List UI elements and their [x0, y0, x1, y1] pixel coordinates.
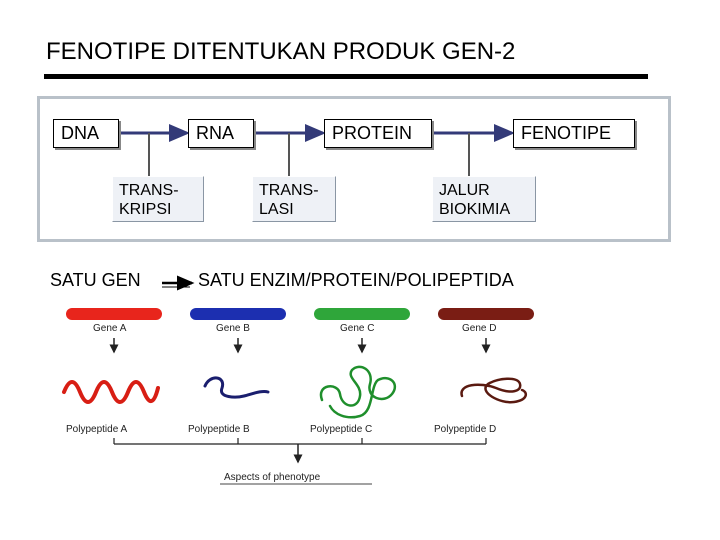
translasi-line1: TRANS-	[259, 182, 319, 199]
gene-bar-b	[190, 308, 286, 320]
gene-label-c: Gene C	[340, 323, 375, 334]
page-title: FENOTIPE DITENTUKAN PRODUK GEN-2	[46, 38, 516, 65]
box-jalur: JALUR BIOKIMIA	[432, 176, 536, 222]
satu-enzim-label: SATU ENZIM/PROTEIN/POLIPEPTIDA	[198, 270, 514, 290]
polypeptide-label-b: Polypeptide B	[188, 424, 250, 435]
polypeptide-d-shape	[460, 377, 528, 404]
polypeptide-c-shape	[319, 365, 397, 419]
polypeptide-label-c: Polypeptide C	[310, 424, 373, 435]
jalur-line1: JALUR	[439, 182, 490, 199]
gene-bar-a	[66, 308, 162, 320]
gene-label-b: Gene B	[216, 323, 250, 334]
polypeptide-label-a: Polypeptide A	[66, 424, 128, 435]
box-dna-label: DNA	[61, 123, 100, 143]
title-underline	[44, 74, 648, 79]
jalur-line2: BIOKIMIA	[439, 201, 511, 218]
phenotype-label: Aspects of phenotype	[224, 472, 321, 483]
satu-gen-label: SATU GEN	[50, 270, 141, 290]
box-rna: RNA	[188, 119, 254, 148]
box-protein-label: PROTEIN	[332, 123, 413, 143]
gene-bar-c	[314, 308, 410, 320]
polypeptide-b-shape	[203, 376, 270, 399]
translasi-line2: LASI	[259, 201, 294, 218]
polypeptide-label-d: Polypeptide D	[434, 424, 497, 435]
polypeptide-a-shape	[62, 380, 160, 404]
gene-label-a: Gene A	[93, 323, 127, 334]
transkripsi-line1: TRANS-	[119, 182, 179, 199]
gene-bar-d	[438, 308, 534, 320]
box-dna: DNA	[53, 119, 119, 148]
transkripsi-line2: KRIPSI	[119, 201, 172, 218]
box-fenotipe: FENOTIPE	[513, 119, 635, 148]
box-fenotipe-label: FENOTIPE	[521, 123, 612, 143]
box-translasi: TRANS- LASI	[252, 176, 336, 222]
flow-frame	[37, 96, 671, 242]
gene-label-d: Gene D	[462, 323, 497, 334]
box-protein: PROTEIN	[324, 119, 432, 148]
box-transkripsi: TRANS- KRIPSI	[112, 176, 204, 222]
box-rna-label: RNA	[196, 123, 235, 143]
